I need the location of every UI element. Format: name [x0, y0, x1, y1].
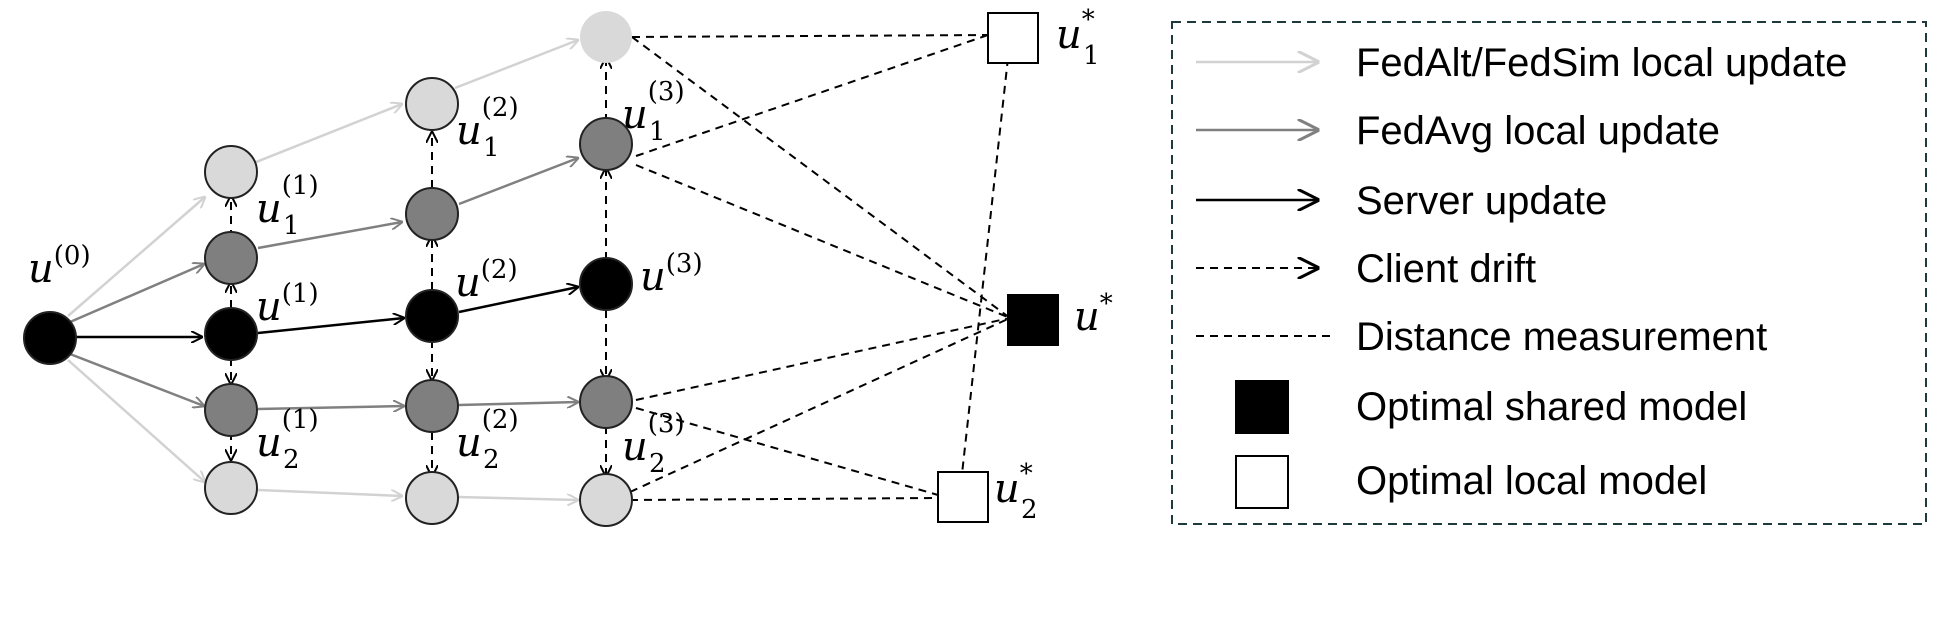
fedalt-arrow	[67, 359, 205, 482]
label-u1: u(1)	[256, 279, 319, 330]
node-u3-gray-bottom	[579, 375, 633, 429]
node-u3-gray-top	[579, 117, 633, 171]
fedalt-arrow	[230, 104, 402, 174]
label-u2: u(2)	[455, 255, 518, 306]
label-ustar: u*	[1074, 289, 1113, 340]
node-u2-gray-bottom	[405, 379, 459, 433]
label-u1star: u*1	[1056, 5, 1100, 71]
label-u2star: u*2	[994, 459, 1038, 525]
node-u1-gray-top	[204, 231, 258, 285]
label-u1-3: u(3)1	[622, 77, 685, 147]
legend-label-server: Server update	[1356, 179, 1607, 223]
fedavg-arrow	[69, 352, 204, 406]
server-arrow	[458, 287, 578, 314]
legend-label-fedalt: FedAlt/FedSim local update	[1356, 41, 1847, 85]
label-u2-1: u(1)2	[256, 405, 319, 475]
node-u3-light-bottom	[579, 473, 633, 527]
distance-lines	[629, 34, 1011, 501]
label-u2-3: u(3)2	[622, 409, 685, 479]
distance-line	[635, 317, 1011, 401]
fedalt-arrow	[257, 488, 402, 496]
distance-line	[961, 57, 1009, 475]
node-u3-light-top	[580, 11, 632, 63]
label-u2-2: u(2)2	[456, 405, 519, 475]
node-u2	[405, 289, 459, 343]
fedavg-arrow	[257, 406, 404, 409]
node-u3	[579, 257, 633, 311]
fedalt-arrow	[67, 197, 205, 317]
legend-box	[1171, 21, 1927, 525]
distance-line	[635, 34, 989, 157]
optimal-local-model-1	[987, 12, 1039, 64]
fedalt-arrow	[454, 40, 578, 90]
node-u2-gray-top	[405, 187, 459, 241]
node-u1-gray-bottom	[204, 383, 258, 437]
node-u1-light-top	[204, 145, 258, 199]
distance-line	[635, 407, 939, 496]
client-drift-arrows	[231, 58, 606, 476]
fedalt-arrow	[457, 497, 578, 500]
legend-label-fedavg: FedAvg local update	[1356, 109, 1720, 153]
fedavg-arrow	[458, 158, 578, 206]
label-u3: u(3)	[640, 249, 703, 300]
distance-line	[629, 497, 939, 501]
node-u2-light-bottom	[405, 471, 459, 525]
distance-line	[631, 36, 1011, 319]
legend-label-drift: Client drift	[1356, 247, 1536, 291]
legend-label-shared: Optimal shared model	[1356, 385, 1747, 429]
node-u0	[23, 311, 77, 365]
legend-label-distance: Distance measurement	[1356, 315, 1767, 359]
legend-label-local: Optimal local model	[1356, 459, 1707, 503]
optimal-local-model-2	[937, 471, 989, 523]
distance-line	[629, 317, 1011, 493]
legend-symbol-shared-square	[1235, 380, 1289, 434]
fedavg-arrow	[69, 264, 204, 324]
server-arrows	[76, 287, 578, 337]
fedavg-arrows	[69, 158, 578, 409]
distance-line	[635, 164, 1011, 319]
nodes	[23, 11, 1059, 527]
distance-line	[631, 34, 989, 38]
node-u1	[204, 307, 258, 361]
label-u1-1: u(1)1	[256, 171, 319, 241]
node-u1-light-bottom	[204, 461, 258, 515]
label-u0: u(0)	[28, 241, 91, 292]
math-labels: u(0) u(1) u(2) u(3) u(1)1 u(2)1 u(3)1 u(…	[28, 5, 1113, 525]
server-arrow	[257, 318, 404, 335]
fedavg-arrow	[257, 222, 402, 250]
fedalt-arrows	[67, 40, 578, 500]
label-u1-2: u(2)1	[456, 93, 519, 163]
legend-symbol-local-square	[1235, 455, 1289, 509]
fedavg-arrow	[458, 402, 578, 405]
node-u2-light-top	[405, 77, 459, 131]
legend: FedAlt/FedSim local update FedAvg local …	[1171, 21, 1927, 525]
optimal-shared-model	[1007, 294, 1059, 346]
